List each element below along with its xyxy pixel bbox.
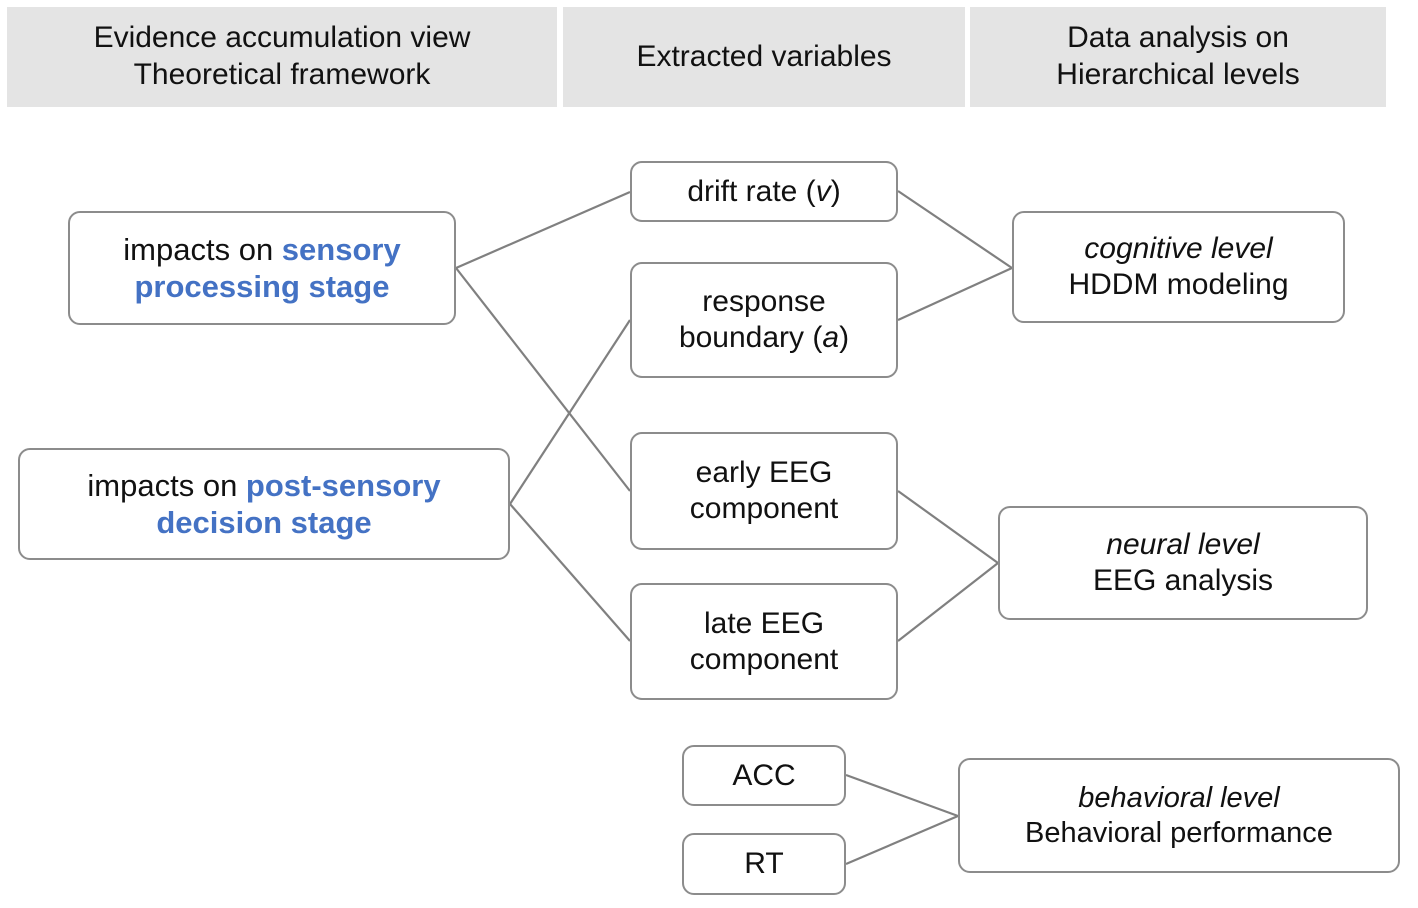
- node-early-eeg-component[interactable]: early EEG component: [630, 432, 898, 550]
- node-postsensory-prefix: impacts on: [87, 467, 246, 503]
- edge-sensory-to-drift: [455, 190, 631, 270]
- node-postsensory-emphasis1: post-sensory: [245, 467, 441, 503]
- node-boundary-text: boundary (: [678, 321, 823, 354]
- node-early-eeg-line1: early EEG: [695, 456, 833, 489]
- edge-rt-to-behavioral: [845, 814, 959, 866]
- node-cognitive-level[interactable]: cognitive level HDDM modeling: [1012, 211, 1345, 323]
- node-boundary-symbol: a: [822, 321, 840, 354]
- node-neural-method-label: EEG analysis: [1092, 564, 1274, 597]
- node-behavioral-level[interactable]: behavioral level Behavioral performance: [958, 758, 1400, 873]
- header-col3-line2: Hierarchical levels: [1056, 58, 1300, 91]
- edge-postsensory-to-boundary: [509, 319, 631, 505]
- node-boundary-line2: boundary (a): [679, 320, 849, 356]
- header-col3-line1: Data analysis on: [1067, 21, 1289, 55]
- header-col2-line1: Extracted variables: [636, 39, 892, 73]
- node-cognitive-method-label: HDDM modeling: [1068, 268, 1289, 301]
- node-drift-suffix: ): [830, 174, 841, 208]
- header-column-data-analysis: Data analysis on Hierarchical levels: [970, 7, 1386, 107]
- node-rt[interactable]: RT: [682, 833, 846, 895]
- edge-early-eeg-to-neural: [897, 490, 999, 564]
- node-behavioral-level-label: behavioral level: [1078, 781, 1280, 814]
- node-sensory-emphasis1: sensory: [281, 231, 401, 267]
- node-late-eeg-line1: late EEG: [703, 606, 825, 640]
- node-neural-level-label: neural level: [1106, 528, 1260, 561]
- header-col1-line2: Theoretical framework: [133, 58, 431, 91]
- node-drift-text: drift rate (: [687, 174, 816, 208]
- node-boundary-line1: response: [702, 285, 826, 318]
- node-postsensory-line1: impacts on post-sensory: [87, 467, 440, 504]
- node-sensory-processing-stage[interactable]: impacts on sensory processing stage: [68, 211, 456, 325]
- node-behavioral-method-label: Behavioral performance: [1025, 816, 1333, 849]
- node-drift-symbol: v: [815, 174, 831, 208]
- node-cognitive-level-label: cognitive level: [1084, 232, 1273, 265]
- node-late-eeg-component[interactable]: late EEG component: [630, 583, 898, 700]
- node-response-boundary[interactable]: response boundary (a): [630, 262, 898, 378]
- header-col1-line1: Evidence accumulation view: [93, 21, 471, 55]
- node-drift-rate[interactable]: drift rate (v): [630, 161, 898, 222]
- node-boundary-suffix: ): [839, 321, 850, 354]
- edge-boundary-to-cognitive: [897, 266, 1013, 322]
- node-sensory-line1: impacts on sensory: [123, 231, 400, 268]
- node-early-eeg-line2: component: [689, 492, 839, 525]
- node-sensory-emphasis2: processing stage: [134, 269, 390, 304]
- edge-late-eeg-to-neural: [897, 562, 999, 642]
- header-column-extracted-variables: Extracted variables: [563, 7, 965, 107]
- edge-drift-to-cognitive: [897, 190, 1013, 269]
- node-drift-label: drift rate (v): [687, 174, 840, 210]
- node-rt-label: RT: [744, 847, 784, 880]
- node-neural-level[interactable]: neural level EEG analysis: [998, 506, 1368, 620]
- header-column-theoretical-framework: Evidence accumulation view Theoretical f…: [7, 7, 557, 107]
- node-postsensory-emphasis2: decision stage: [156, 505, 372, 540]
- edge-acc-to-behavioral: [845, 773, 959, 818]
- node-late-eeg-line2: component: [689, 642, 839, 676]
- node-acc[interactable]: ACC: [682, 745, 846, 806]
- node-post-sensory-decision-stage[interactable]: impacts on post-sensory decision stage: [18, 448, 510, 560]
- edge-postsensory-to-late-eeg: [509, 503, 631, 642]
- column-header-band: Evidence accumulation view Theoretical f…: [7, 7, 1386, 107]
- node-sensory-prefix: impacts on: [123, 231, 282, 267]
- node-acc-label: ACC: [732, 758, 796, 792]
